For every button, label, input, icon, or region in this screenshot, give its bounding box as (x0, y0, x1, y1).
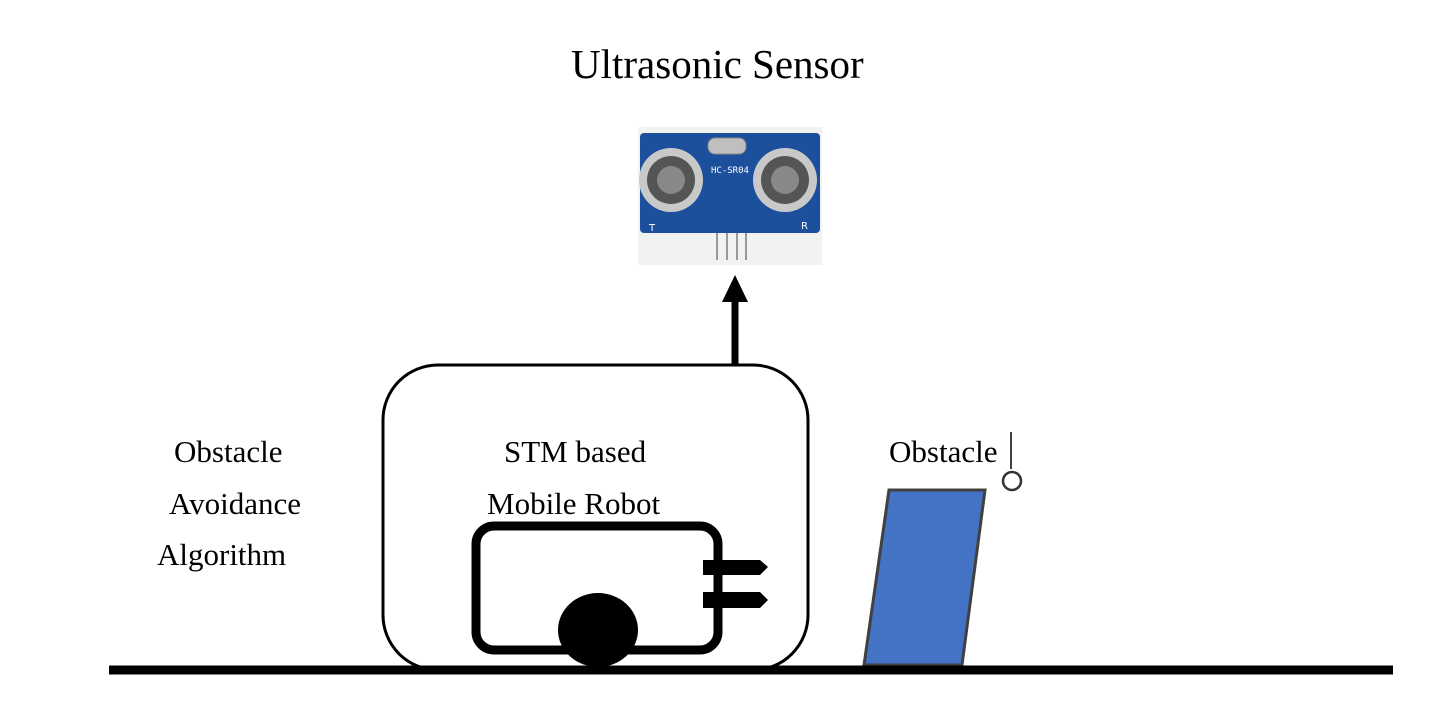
robot-icon (471, 521, 768, 667)
algorithm-label-line2: Avoidance (169, 486, 301, 521)
obstacle-label[interactable]: Obstacle (889, 434, 998, 469)
sensor-r-mark: R (801, 221, 808, 232)
algorithm-label-line3: Algorithm (157, 537, 287, 572)
ultrasonic-sensor-image: HC-SR04 T R (638, 127, 822, 265)
sensor-t-mark: T (648, 223, 656, 234)
robot-label-line2: Mobile Robot (487, 486, 661, 521)
obstacle-shape (862, 488, 987, 667)
algorithm-label-line1: Obstacle (174, 434, 283, 469)
robot-label-line1: STM based (504, 434, 647, 469)
rotate-handle-icon[interactable] (1001, 470, 1023, 492)
diagram-title: Ultrasonic Sensor (571, 41, 864, 87)
arrow-up (722, 275, 748, 365)
sensor-model-label: HC-SR04 (711, 166, 749, 176)
